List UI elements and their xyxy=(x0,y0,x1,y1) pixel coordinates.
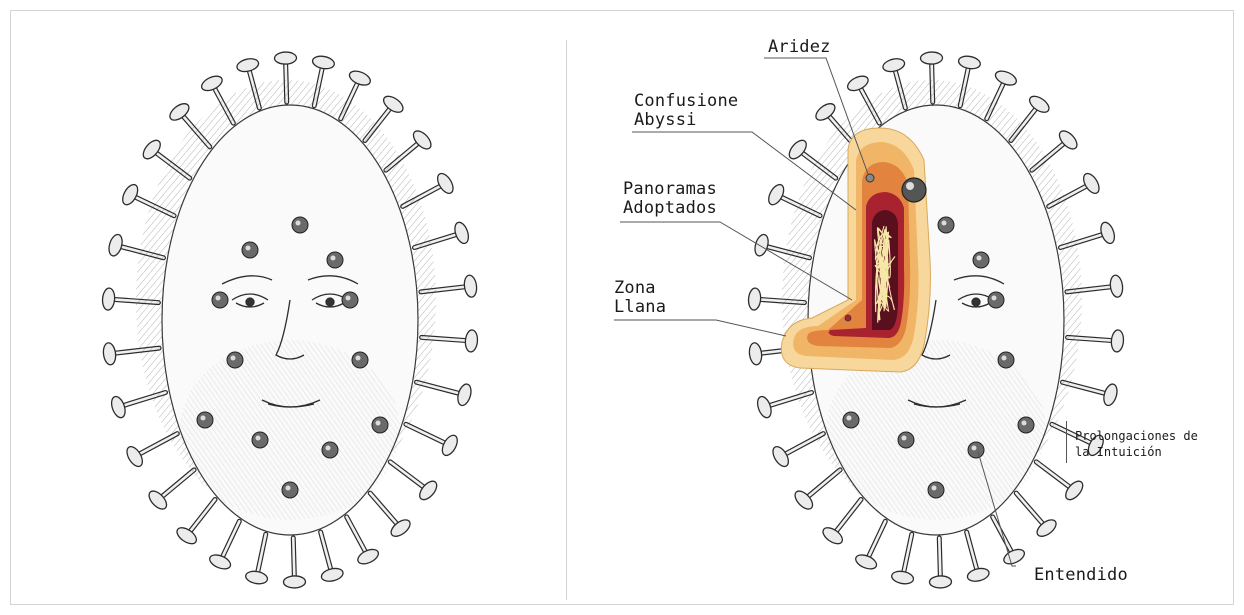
spike-cap xyxy=(1080,171,1102,196)
label-entendido: Entendido xyxy=(1034,566,1128,585)
right-virus-head xyxy=(748,52,1125,588)
label-confusione-line2: Abyssi xyxy=(634,111,738,130)
spike-stem xyxy=(1016,493,1046,528)
spike-stem xyxy=(220,521,239,562)
spike-cap xyxy=(452,221,471,246)
spike-cap xyxy=(958,55,982,71)
spike-cap xyxy=(102,288,116,311)
spike-nub xyxy=(242,242,258,258)
spike-nub xyxy=(998,352,1014,368)
spike-nub xyxy=(342,292,358,308)
spike-cap xyxy=(766,182,787,207)
spike-cap xyxy=(312,55,336,71)
spike-cap xyxy=(439,433,460,458)
spike-cap xyxy=(882,57,906,74)
spike-cap xyxy=(891,570,915,586)
spike-nub xyxy=(327,252,343,268)
spike-cap xyxy=(199,73,224,93)
spike-nub xyxy=(292,217,308,233)
spike-stem xyxy=(187,499,215,535)
spike-nub xyxy=(322,442,338,458)
spike-nub xyxy=(938,217,954,233)
spike-stem xyxy=(804,470,840,500)
spike-cap xyxy=(845,73,870,93)
label-zona-line1: Zona xyxy=(614,279,666,298)
leader-zona xyxy=(614,320,786,336)
spike-cap xyxy=(755,395,774,420)
spike-stem xyxy=(347,517,368,557)
spike-cap xyxy=(929,576,951,589)
label-aridez: Aridez xyxy=(768,38,831,57)
spike-cap xyxy=(463,274,478,297)
spike-nub xyxy=(197,412,213,428)
aridez-bubble xyxy=(866,174,874,182)
spike-cap xyxy=(920,52,942,65)
spike-cap xyxy=(1109,274,1124,297)
spike-cap xyxy=(456,383,474,408)
spike-cap xyxy=(320,566,344,583)
spike-nub xyxy=(898,432,914,448)
spike-cap xyxy=(356,547,381,567)
spike-nub xyxy=(212,292,228,308)
spike-cap xyxy=(109,395,128,420)
spike-cap xyxy=(124,444,146,469)
spike-cap xyxy=(274,52,296,65)
spike-cap xyxy=(966,566,990,583)
spike-cap xyxy=(120,182,141,207)
spike-stem xyxy=(370,493,400,528)
spike-cap xyxy=(102,342,117,365)
spike-nub xyxy=(1018,417,1034,433)
spike-stem xyxy=(390,462,428,491)
spike-cap xyxy=(1102,383,1120,408)
spike-cap xyxy=(770,444,792,469)
label-panoramas-line2: Adoptados xyxy=(623,199,717,218)
spike-stem xyxy=(1036,462,1074,491)
spike-nub xyxy=(352,352,368,368)
label-prolongaciones: Prolongaciones dela Intuición xyxy=(1075,428,1198,460)
spike-nub xyxy=(252,432,268,448)
spike-cap xyxy=(748,288,762,311)
label-zona-line2: Llana xyxy=(614,298,666,317)
label-panoramas-line1: Panoramas xyxy=(623,180,717,199)
spike-cap xyxy=(753,233,771,258)
spike-cap xyxy=(236,57,260,74)
spike-cap xyxy=(1098,221,1117,246)
spike-nub xyxy=(928,482,944,498)
label-prolongaciones-line1: Prolongaciones de xyxy=(1075,428,1198,444)
prolongaciones-bracket xyxy=(1066,421,1067,463)
left-virus-head xyxy=(102,52,479,588)
spike-nub xyxy=(988,292,1004,308)
spike-stem xyxy=(406,424,450,445)
spike-nub xyxy=(843,412,859,428)
spike-cap xyxy=(208,552,233,572)
spike-nub xyxy=(973,252,989,268)
spike-cap xyxy=(434,171,456,196)
spike-cap xyxy=(347,68,372,88)
spike-stem xyxy=(158,470,194,500)
spike-cap xyxy=(993,68,1018,88)
spike-nub xyxy=(968,442,984,458)
spike-cap xyxy=(1002,547,1027,567)
spike-cap xyxy=(107,233,125,258)
spike-cap xyxy=(1111,329,1125,352)
spike-nub xyxy=(282,482,298,498)
spike-cap xyxy=(245,570,269,586)
spike-cap xyxy=(748,342,763,365)
spike-stem xyxy=(866,521,885,562)
spike-nub xyxy=(372,417,388,433)
spike-stem xyxy=(833,499,861,535)
spike-nub xyxy=(227,352,243,368)
label-confusione-line1: Confusione xyxy=(634,92,738,111)
label-prolongaciones-line2: la Intuición xyxy=(1075,444,1198,460)
spike-cap xyxy=(465,329,479,352)
spike-cap xyxy=(854,552,879,572)
spike-cap xyxy=(283,576,305,589)
